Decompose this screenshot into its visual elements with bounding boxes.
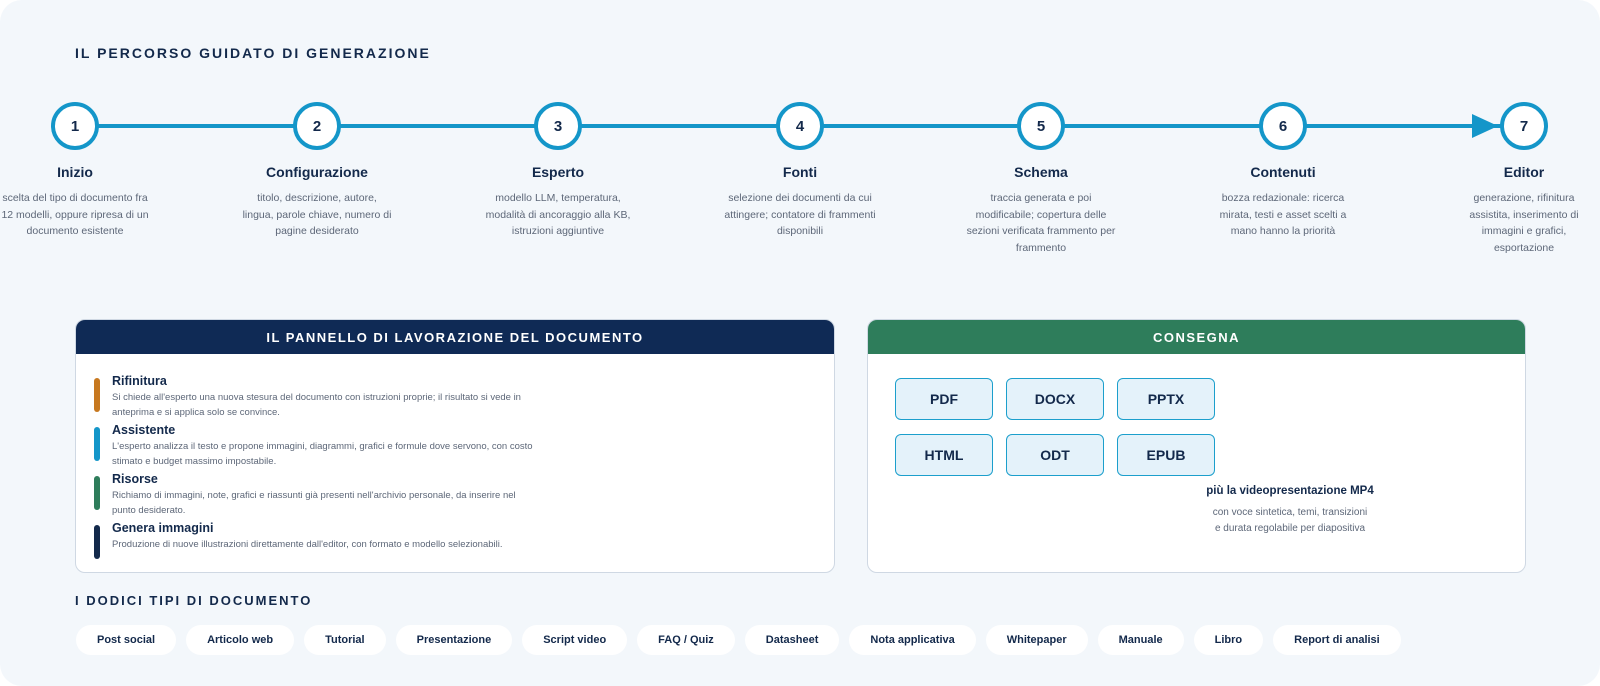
format-epub-button[interactable]: EPUB — [1117, 434, 1215, 476]
step-number: 4 — [776, 102, 824, 150]
work-item-marker — [94, 427, 100, 461]
doc-type-pill[interactable]: Manuale — [1097, 625, 1184, 655]
format-pptx-button[interactable]: PPTX — [1117, 378, 1215, 420]
format-pdf-button[interactable]: PDF — [895, 378, 993, 420]
step-number: 7 — [1500, 102, 1548, 150]
work-item-marker — [94, 476, 100, 510]
step-3: 3 Esperto modello LLM, temperatura, moda… — [478, 102, 638, 240]
doc-type-pill[interactable]: Presentazione — [395, 625, 513, 655]
step-description: scelta del tipo di documento fra 12 mode… — [1, 192, 149, 237]
doc-type-pill[interactable]: Articolo web — [186, 625, 295, 655]
doc-type-pill[interactable]: Datasheet — [744, 625, 840, 655]
work-item-description: Produzione di nuove illustrazioni dirett… — [112, 539, 503, 550]
work-panel-header: IL PANNELLO DI LAVORAZIONE DEL DOCUMENTO — [76, 320, 834, 354]
step-title: Esperto — [531, 164, 585, 180]
step-description: bozza redazionale: ricerca mirata, testi… — [1219, 192, 1347, 237]
work-item-assistente: Assistente L'esperto analizza il testo e… — [94, 423, 534, 469]
step-4: 4 Fonti selezione dei documenti da cui a… — [720, 102, 880, 240]
doc-type-pill[interactable]: Report di analisi — [1273, 625, 1401, 655]
video-description-line-1: con voce sintetica, temi, transizioni — [1212, 507, 1368, 518]
step-description: generazione, rifinitura assistita, inser… — [1469, 192, 1579, 254]
step-7: 7 Editor generazione, rifinitura assisti… — [1449, 102, 1599, 256]
step-title: Inizio — [57, 164, 93, 180]
work-item-risorse: Risorse Richiamo di immagini, note, graf… — [94, 472, 534, 518]
timeline-arrow-icon — [1472, 114, 1498, 138]
format-odt-button[interactable]: ODT — [1006, 434, 1104, 476]
step-description: selezione dei documenti da cui attingere… — [724, 192, 876, 237]
work-item-marker — [94, 378, 100, 412]
step-6: 6 Contenuti bozza redazionale: ricerca m… — [1203, 102, 1363, 240]
step-5: 5 Schema traccia generata e poi modifica… — [961, 102, 1121, 256]
format-docx-button[interactable]: DOCX — [1006, 378, 1104, 420]
doc-type-pill[interactable]: FAQ / Quiz — [637, 625, 735, 655]
work-item-name: Genera immagini — [112, 521, 214, 535]
step-number: 2 — [293, 102, 341, 150]
doc-type-pill[interactable]: Whitepaper — [985, 625, 1088, 655]
doc-type-pill[interactable]: Libro — [1193, 625, 1264, 655]
video-description-line-2: e durata regolabile per diapositiva — [1214, 523, 1366, 534]
step-title: Editor — [1503, 164, 1545, 180]
doc-type-pill[interactable]: Tutorial — [304, 625, 386, 655]
step-description: modello LLM, temperatura, modalità di an… — [485, 192, 631, 237]
step-number: 5 — [1017, 102, 1065, 150]
page-title: IL PERCORSO GUIDATO DI GENERAZIONE — [75, 45, 431, 61]
step-title: Fonti — [782, 164, 818, 180]
work-item-description: Richiamo di immagini, note, grafici e ri… — [112, 490, 516, 516]
doc-types-list: Post social Articolo web Tutorial Presen… — [76, 625, 1401, 655]
work-item-description: L'esperto analizza il testo e propone im… — [112, 441, 533, 467]
step-description: traccia generata e poi modificabile; cop… — [966, 192, 1116, 254]
step-number: 6 — [1259, 102, 1307, 150]
step-2: 2 Configurazione titolo, descrizione, au… — [237, 102, 397, 240]
work-item-name: Rifinitura — [112, 374, 167, 388]
doc-type-pill[interactable]: Post social — [76, 625, 177, 655]
work-item-genera-immagini: Genera immagini Produzione di nuove illu… — [94, 521, 554, 559]
work-item-rifinitura: Rifinitura Si chiede all'esperto una nuo… — [94, 374, 534, 420]
step-description: titolo, descrizione, autore, lingua, par… — [242, 192, 392, 237]
step-title: Contenuti — [1250, 164, 1316, 180]
work-item-name: Assistente — [112, 423, 176, 437]
delivery-panel-header: CONSEGNA — [868, 320, 1525, 354]
step-title: Configurazione — [266, 164, 368, 180]
work-item-marker — [94, 525, 100, 559]
step-number: 3 — [534, 102, 582, 150]
doc-types-title: I DODICI TIPI DI DOCUMENTO — [75, 593, 313, 608]
doc-type-pill[interactable]: Script video — [522, 625, 628, 655]
format-html-button[interactable]: HTML — [895, 434, 993, 476]
work-item-description: Si chiede all'esperto una nuova stesura … — [112, 392, 521, 418]
step-title: Schema — [1014, 164, 1068, 180]
step-number: 1 — [51, 102, 99, 150]
work-item-name: Risorse — [112, 472, 158, 486]
video-title: più la videopresentazione MP4 — [1206, 485, 1374, 497]
work-panel: IL PANNELLO DI LAVORAZIONE DEL DOCUMENTO… — [75, 319, 835, 573]
doc-type-pill[interactable]: Nota applicativa — [849, 625, 976, 655]
step-1: 1 Inizio scelta del tipo di documento fr… — [0, 102, 155, 240]
